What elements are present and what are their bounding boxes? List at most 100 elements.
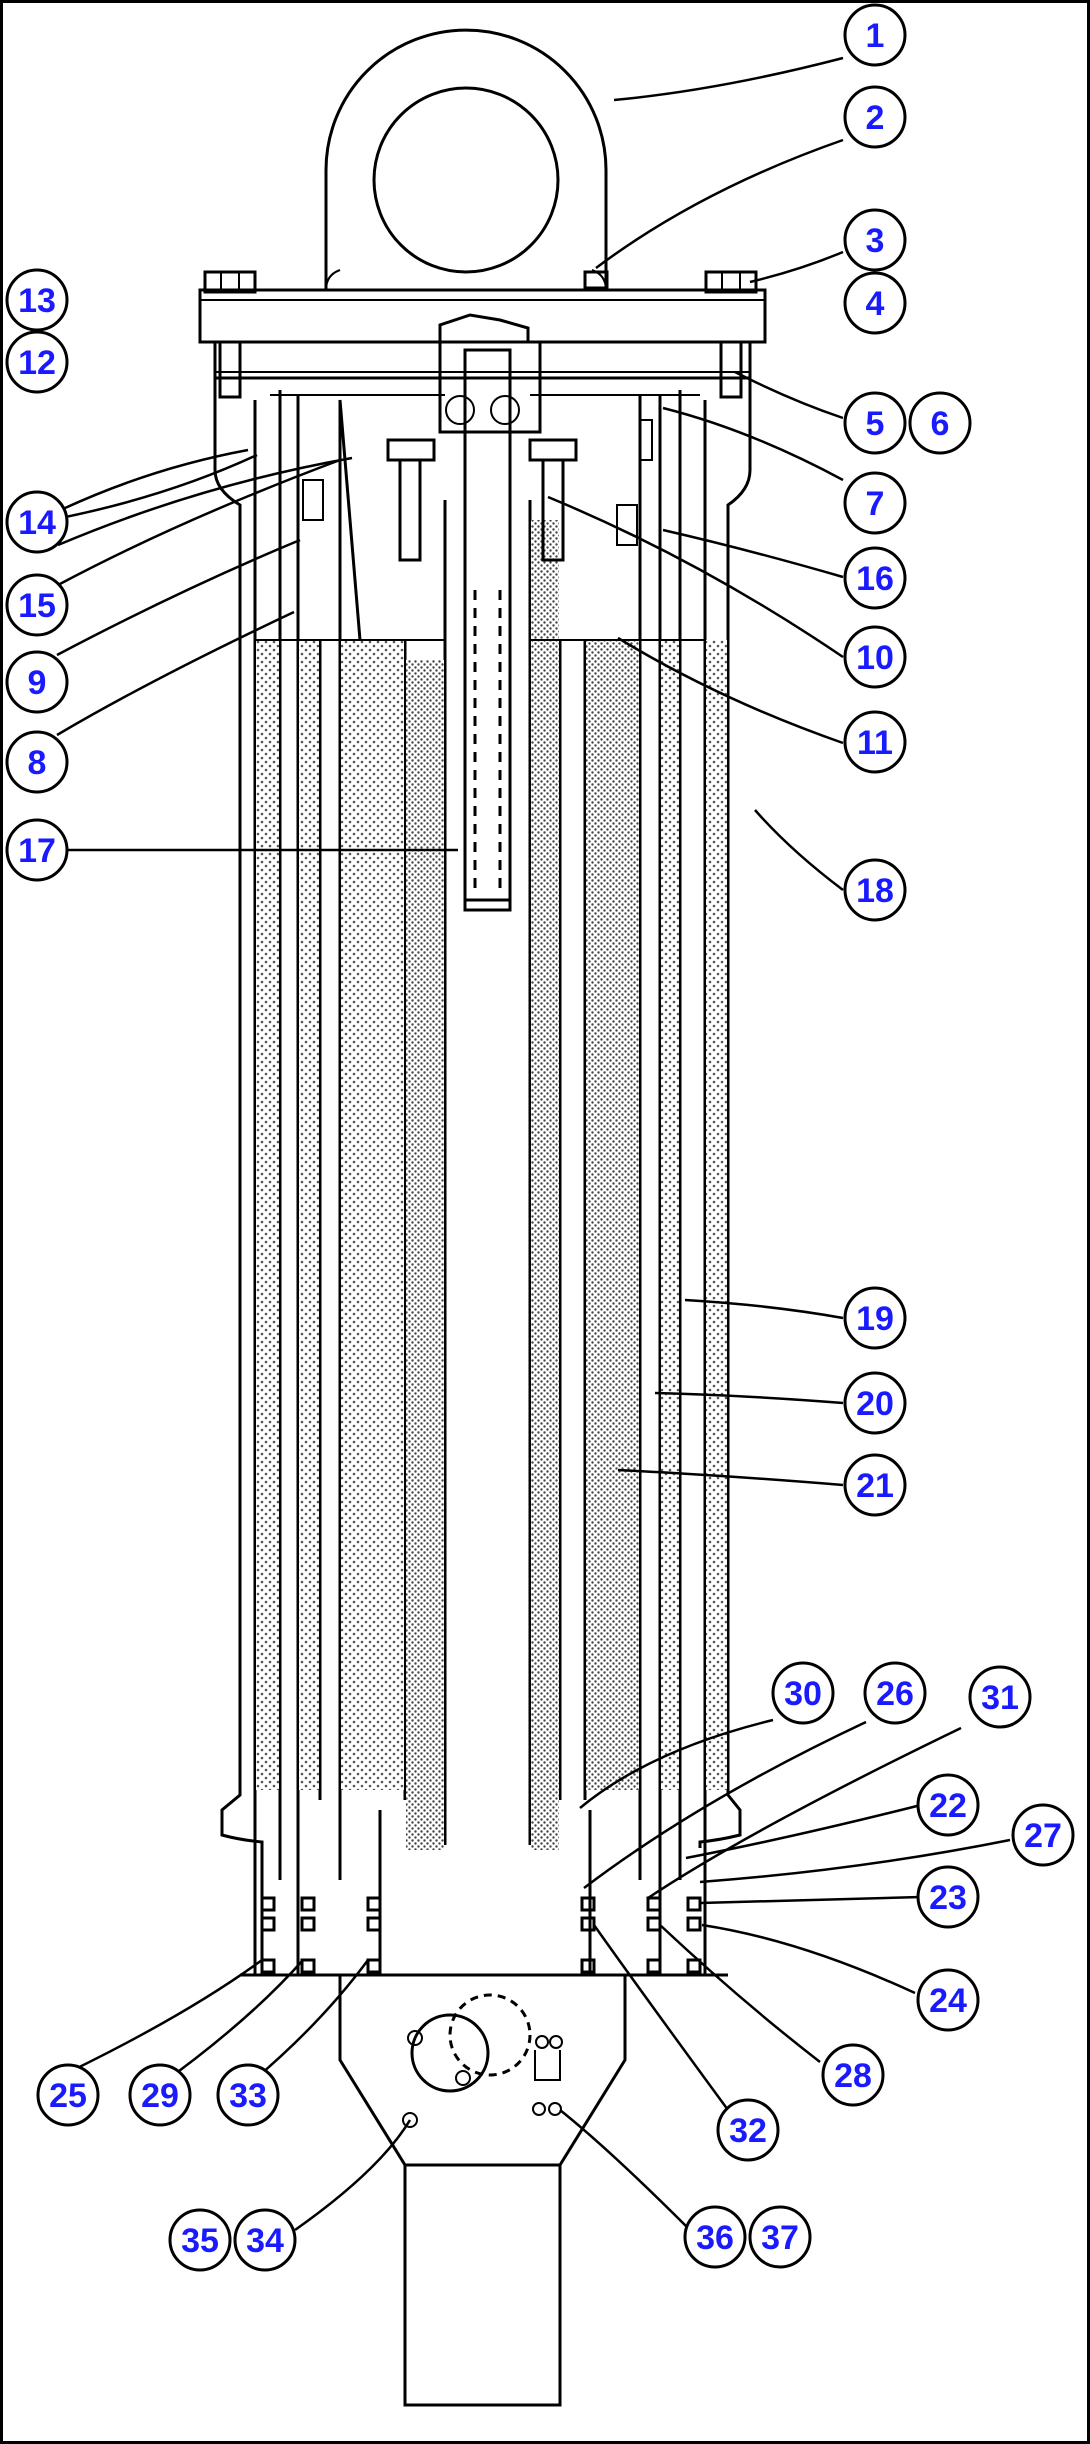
- callout-29: 29: [128, 2063, 192, 2127]
- callout-8: 8: [5, 730, 69, 794]
- callout-label: 27: [1024, 1817, 1062, 1855]
- callout-circle: [5, 573, 69, 637]
- callout-label: 2: [866, 99, 885, 137]
- grease-fitting: [583, 270, 609, 290]
- callout-9: 9: [5, 650, 69, 714]
- callout-circle: [771, 1661, 835, 1725]
- callout-circle: [843, 208, 907, 272]
- callout-18: 18: [843, 858, 907, 922]
- callout-label: 11: [857, 724, 893, 762]
- callout-27: 27: [1011, 1803, 1075, 1867]
- callout-label: 7: [866, 485, 885, 523]
- callout-26: 26: [863, 1661, 927, 1725]
- callout-13: 13: [5, 268, 69, 332]
- callout-label: 19: [856, 1300, 894, 1338]
- callout-circle: [1011, 1803, 1075, 1867]
- center-head: [438, 313, 530, 342]
- callout-circle: [821, 2043, 885, 2107]
- callout-21: 21: [843, 1453, 907, 1517]
- callout-22: 22: [916, 1773, 980, 1837]
- callout-circle: [968, 1665, 1032, 1729]
- callout-circle: [863, 1661, 927, 1725]
- callout-label: 31: [981, 1679, 1019, 1717]
- center-rod: [463, 348, 512, 912]
- bottom-mount: [403, 2163, 562, 2407]
- callout-circle: [843, 710, 907, 774]
- callout-circle: [843, 1371, 907, 1435]
- callout-label: 29: [141, 2077, 179, 2115]
- callout-circle: [843, 625, 907, 689]
- callout-label: 30: [784, 1675, 822, 1713]
- callout-label: 22: [929, 1787, 967, 1825]
- callout-28: 28: [821, 2043, 885, 2107]
- callout-label: 28: [834, 2057, 872, 2095]
- callout-32: 32: [716, 2098, 780, 2162]
- callout-circle: [5, 490, 69, 554]
- callout-2: 2: [843, 85, 907, 149]
- callout-circle: [5, 268, 69, 332]
- callout-3: 3: [843, 208, 907, 272]
- callout-label: 12: [18, 344, 56, 382]
- callout-circle: [843, 3, 907, 67]
- callout-label: 36: [696, 2219, 734, 2257]
- callout-label: 17: [18, 832, 56, 870]
- callout-label: 1: [866, 17, 885, 55]
- callout-label: 23: [929, 1879, 967, 1917]
- callout-label: 10: [856, 639, 894, 677]
- callout-label: 26: [876, 1675, 914, 1713]
- callout-circle: [5, 650, 69, 714]
- callout-circle: [916, 1968, 980, 2032]
- callout-31: 31: [968, 1665, 1032, 1729]
- callout-35: 35: [168, 2208, 232, 2272]
- callout-circle: [843, 546, 907, 610]
- top-clevis-eye: [324, 28, 608, 290]
- rod-fill-left: [406, 660, 444, 1850]
- callout-label: 14: [18, 504, 56, 542]
- callout-23: 23: [916, 1865, 980, 1929]
- callout-circle: [5, 730, 69, 794]
- callout-5: 5: [843, 391, 907, 455]
- callout-6: 6: [908, 391, 972, 455]
- internal-bolt-right: [528, 438, 578, 462]
- callout-label: 37: [761, 2219, 799, 2257]
- callout-10: 10: [843, 625, 907, 689]
- left-bolt-head: [203, 270, 257, 294]
- callout-circle: [216, 2063, 280, 2127]
- callout-4: 4: [843, 271, 907, 335]
- callout-1: 1: [843, 3, 907, 67]
- callout-24: 24: [916, 1968, 980, 2032]
- rod-fill-right: [531, 520, 559, 1850]
- stage-fill-left-outer: [256, 640, 279, 1790]
- callout-label: 16: [856, 560, 894, 598]
- callout-label: 5: [866, 405, 885, 443]
- callout-circle: [916, 1773, 980, 1837]
- callout-7: 7: [843, 471, 907, 535]
- callout-circle: [843, 1453, 907, 1517]
- callout-label: 15: [18, 587, 56, 625]
- callout-circle: [843, 858, 907, 922]
- callout-17: 17: [5, 818, 69, 882]
- callout-circle: [5, 330, 69, 394]
- callout-circle: [843, 85, 907, 149]
- callout-circle: [843, 1286, 907, 1350]
- callout-20: 20: [843, 1371, 907, 1435]
- callout-label: 3: [866, 222, 885, 260]
- callout-label: 33: [229, 2077, 267, 2115]
- callout-label: 18: [856, 872, 894, 910]
- bottom-seals: [260, 1896, 702, 1974]
- callout-circle: [168, 2208, 232, 2272]
- callout-15: 15: [5, 573, 69, 637]
- callout-circle: [36, 2063, 100, 2127]
- callout-circle: [683, 2205, 747, 2269]
- callout-19: 19: [843, 1286, 907, 1350]
- outer-barrel: [213, 378, 264, 1848]
- callout-circle: [916, 1865, 980, 1929]
- callout-12: 12: [5, 330, 69, 394]
- callout-25: 25: [36, 2063, 100, 2127]
- callout-14: 14: [5, 490, 69, 554]
- callout-30: 30: [771, 1661, 835, 1725]
- leader-lines: [39, 56, 1011, 2232]
- callout-label: 32: [729, 2112, 767, 2150]
